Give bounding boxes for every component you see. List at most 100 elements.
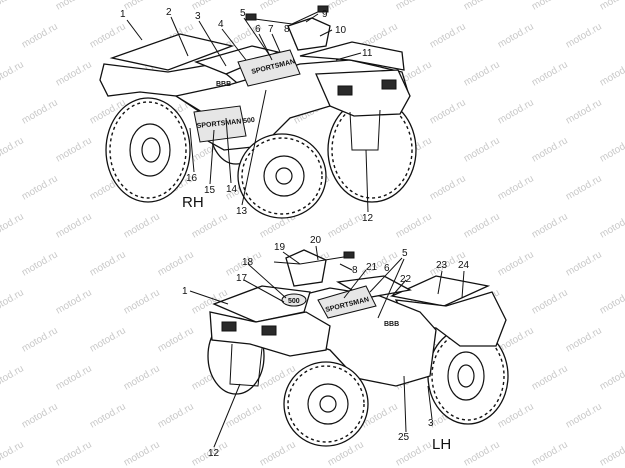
watermark-text: motod.ru (122, 287, 162, 316)
rh-callouts: 1 2 3 4 5 6 7 8 9 10 11 12 13 14 15 16 R… (120, 7, 374, 224)
watermark-text: motod.ru (564, 249, 604, 278)
watermark-text: motod.ru (0, 439, 26, 468)
watermark-text: motod.ru (530, 363, 570, 392)
watermark-text: motod.ru (54, 211, 94, 240)
watermark-text: motod.ru (88, 249, 128, 278)
watermark-text: motod.ru (20, 21, 60, 50)
watermark-text: motod.ru (20, 173, 60, 202)
watermark-text: motod.ru (190, 211, 230, 240)
rh-seat (193, 45, 281, 75)
watermark-text: motod.ru (530, 287, 570, 316)
watermark-text: motod.ru (326, 0, 366, 13)
lh-view: 500 SPORTSMAN BBB (207, 249, 509, 447)
lh-callout-20: 20 (310, 235, 322, 246)
watermark-text: motod.ru (0, 363, 26, 392)
rh-front-near-wheel (237, 133, 327, 219)
lh-decal-bbb: BBB (384, 321, 399, 328)
rh-rear-wheel (105, 97, 191, 203)
watermark-text: motod.ru (462, 135, 502, 164)
watermark-text: motod.ru (0, 59, 26, 88)
watermark-text: motod.ru (564, 173, 604, 202)
rh-callout-7: 7 (268, 24, 274, 35)
lh-callout-5: 5 (402, 248, 408, 259)
watermark-text: motod.ru (88, 21, 128, 50)
watermark-text: motod.ru (394, 439, 434, 468)
watermark-text: motod.ru (88, 401, 128, 430)
watermark-text: motod.ru (122, 439, 162, 468)
watermark-text: motod.ru (530, 135, 570, 164)
rh-tank-decal (237, 49, 301, 87)
rh-callout-3: 3 (195, 11, 201, 22)
watermark-text: motod.ru (598, 135, 625, 164)
watermark-text: motod.ru (54, 59, 94, 88)
watermark-text: motod.ru (496, 249, 536, 278)
watermark-text: motod.ru (20, 249, 60, 278)
rh-callout-10: 10 (335, 25, 347, 36)
rh-decal-bbb: BBB (216, 81, 231, 88)
lh-callout-3: 3 (428, 418, 434, 429)
watermark-text: motod.ru (156, 325, 196, 354)
watermark-text: motod.ru (462, 0, 502, 13)
rh-side-label: RH (182, 194, 204, 211)
lh-front-bumper (229, 343, 263, 387)
watermark-text: motod.ru (394, 0, 434, 13)
rh-callout-12: 12 (362, 213, 374, 224)
lh-callout-1: 1 (182, 286, 188, 297)
watermark-text: motod.ru (598, 211, 625, 240)
watermark-text: motod.ru (428, 97, 468, 126)
rh-callout-14: 14 (226, 184, 238, 195)
rh-grip-left (245, 13, 257, 21)
rh-headlight-pod (287, 17, 331, 51)
rh-headlight-left (337, 85, 353, 96)
watermark-text: motod.ru (54, 0, 94, 13)
lh-callouts: 1 3 5 6 8 12 17 18 19 20 21 22 23 24 25 … (182, 235, 470, 459)
rh-callout-15: 15 (204, 185, 216, 196)
watermark-text: motod.ru (462, 439, 502, 468)
watermark-text: motod.ru (258, 0, 298, 13)
watermark-text: motod.ru (598, 0, 625, 13)
rh-callout-9: 9 (322, 9, 328, 20)
rh-callout-5: 5 (240, 8, 246, 19)
lh-front-near-wheel (283, 361, 369, 447)
watermark-text: motod.ru (394, 211, 434, 240)
watermark-text: motod.ru (530, 0, 570, 13)
rh-grip-right (317, 5, 329, 13)
watermark-text: motod.ru (326, 211, 366, 240)
lh-callout-8: 8 (352, 265, 358, 276)
watermark-text: motod.ru (598, 439, 625, 468)
watermark-text: motod.ru (258, 439, 298, 468)
watermark-text: motod.ru (496, 21, 536, 50)
watermark-text: motod.ru (54, 287, 94, 316)
watermark-text: motod.ru (156, 249, 196, 278)
watermark-text: motod.ru (598, 59, 625, 88)
rh-callout-4: 4 (218, 19, 224, 30)
watermark-text: motod.ru (598, 287, 625, 316)
rh-front-bumper (349, 109, 381, 151)
watermark-text: motod.ru (530, 439, 570, 468)
watermark-text: motod.ru (0, 0, 26, 13)
lh-callout-18: 18 (242, 257, 254, 268)
rh-callout-6: 6 (255, 24, 261, 35)
watermark-text: motod.ru (564, 21, 604, 50)
watermark-text: motod.ru (0, 287, 26, 316)
rh-handlebar (247, 9, 323, 25)
watermark-text: motod.ru (530, 59, 570, 88)
rh-callout-11: 11 (362, 48, 373, 59)
lh-callout-19: 19 (274, 242, 286, 253)
lh-headlight-right (261, 325, 277, 336)
watermark-text: motod.ru (122, 211, 162, 240)
watermark-text: motod.ru (496, 173, 536, 202)
watermark-text: motod.ru (54, 363, 94, 392)
lh-callout-22: 22 (400, 274, 412, 285)
lh-callout-23: 23 (436, 260, 448, 271)
leader-lines (126, 13, 465, 448)
lh-callout-6: 6 (384, 263, 390, 274)
watermark-text: motod.ru (20, 325, 60, 354)
watermark-text: motod.ru (428, 21, 468, 50)
rh-callout-8: 8 (284, 24, 290, 35)
rh-view: SPORTSMAN BBB SPORTSMAN 500 (99, 5, 417, 219)
lh-callout-24: 24 (458, 260, 470, 271)
lh-decal-500: 500 (288, 298, 300, 305)
watermark-text: motod.ru (496, 401, 536, 430)
